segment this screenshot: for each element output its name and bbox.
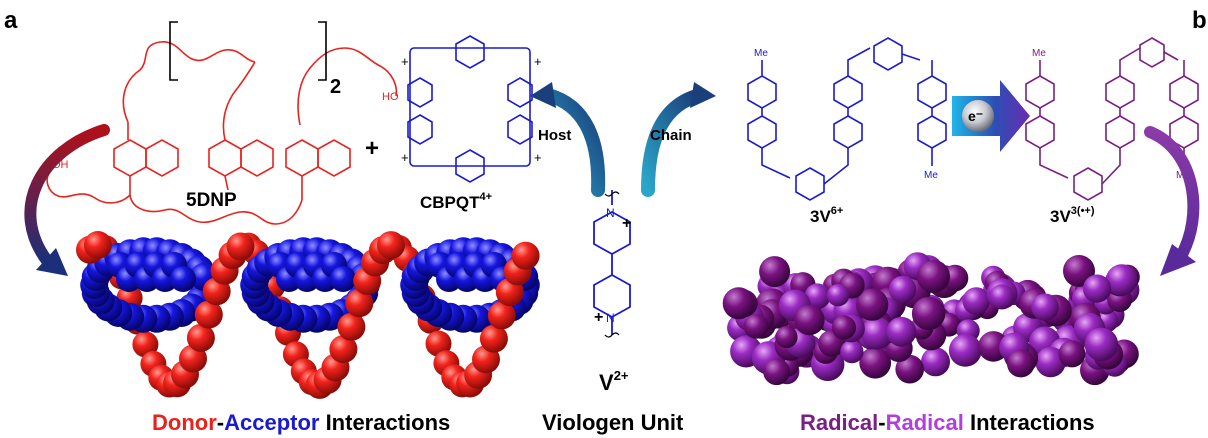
purple-atom [1035, 346, 1066, 378]
purple-atom [886, 316, 917, 347]
molecule-5dnp-structure [46, 41, 398, 225]
radical-radical-caption: Radical-Radical Interactions [800, 410, 1095, 435]
chain-3v-radical-methyl-top: Me [1032, 48, 1046, 59]
purple-atom [759, 256, 791, 288]
red-atom [425, 330, 452, 357]
purple-atom [948, 334, 982, 367]
purple-atom [989, 284, 1015, 310]
red-atom [329, 335, 358, 364]
viologen-plus-bottom: + [594, 309, 603, 326]
chain-3v6-label: 3V6+ [810, 205, 843, 226]
electron-label: e⁻ [968, 108, 983, 124]
viologen-n-bottom: N [606, 311, 615, 325]
red-atom [83, 231, 112, 259]
purple-atom [826, 284, 850, 307]
purple-atom [1031, 293, 1059, 322]
viologen-symbol: V2+ [599, 368, 629, 395]
caption-interactions-left: Interactions [319, 410, 450, 435]
panel-label-a: a [4, 7, 18, 34]
purple-atom [722, 287, 755, 320]
cbpqt-n-plus-4: + [534, 150, 542, 165]
host-arrow-label: Host [538, 127, 571, 144]
blue-atom [330, 266, 356, 292]
right-curved-arrow [1144, 126, 1200, 264]
chain-3v-radical-label: 3V3(•+) [1050, 205, 1095, 226]
blue-atom [170, 266, 196, 292]
red-atom [194, 300, 223, 329]
purple-atom [840, 340, 864, 364]
chain-3v6-structure [747, 37, 947, 201]
caption-interactions-right: Interactions [964, 410, 1095, 435]
caption-sep-right: - [878, 410, 885, 435]
chain-arrow-head [690, 82, 716, 108]
host-arrow [541, 88, 606, 197]
purple-atom [831, 315, 857, 340]
right-curved-arrow-head [1160, 244, 1196, 276]
red-atom [377, 231, 405, 260]
purple-atom [763, 358, 790, 386]
hydroxyl-right: HO [382, 91, 399, 103]
left-curved-arrow [24, 124, 110, 268]
caption-radical-2: Radical [886, 410, 964, 435]
red-atom [479, 324, 508, 353]
cbpqt-n-plus-1: + [401, 54, 409, 69]
purple-atom [856, 288, 889, 321]
repeat-bracket-right [318, 21, 327, 81]
purple-atom [794, 304, 825, 336]
caption-acceptor: Acceptor [224, 410, 320, 435]
red-atom [226, 232, 255, 261]
red-atom [132, 331, 159, 358]
viologen-unit-structure [593, 190, 631, 338]
chain-3v6-methyl-bottom: Me [924, 170, 938, 181]
purple-atom [1058, 340, 1086, 368]
purple-atom [743, 313, 769, 339]
caption-sep-left: - [217, 410, 224, 435]
purple-atom [775, 326, 798, 349]
electron-sphere [962, 100, 994, 132]
purple-atom [911, 296, 946, 331]
viologen-n-top: N [606, 206, 615, 220]
cbpqt-label: CBPQT4+ [420, 191, 492, 212]
red-atom [345, 289, 374, 318]
repeat-bracket-left [169, 21, 178, 81]
viologen-plus-top: + [622, 215, 631, 232]
caption-radical-1: Radical [800, 410, 878, 435]
host-arrow-head [530, 82, 556, 108]
purple-atom [888, 275, 917, 304]
cbpqt-n-plus-2: + [534, 54, 542, 69]
purple-atom [1084, 327, 1119, 362]
red-atom [511, 241, 540, 270]
purple-atom [860, 317, 894, 350]
molecule-5dnp-label: 5DNP [186, 190, 237, 211]
left-curved-arrow-head [36, 248, 68, 276]
radical-radical-space-filling-model [722, 252, 1140, 386]
purple-atom [962, 287, 991, 315]
chain-arrow [641, 88, 707, 197]
plus-sign: + [365, 135, 379, 162]
repeat-subscript: 2 [330, 76, 341, 98]
panel-label-b: b [1192, 7, 1207, 34]
purple-atom [859, 346, 892, 379]
red-atom [337, 312, 366, 341]
donor-acceptor-space-filling-model [76, 231, 540, 399]
chain-3v-radical-structure [1025, 37, 1199, 201]
purple-atom [895, 354, 924, 384]
chain-3v6-methyl-top: Me [754, 48, 768, 59]
purple-atom [921, 347, 950, 377]
purple-atom [1006, 349, 1035, 378]
purple-atom [804, 283, 831, 310]
purple-atom [1105, 264, 1138, 296]
red-atom [487, 301, 516, 330]
red-atom [186, 323, 215, 352]
chain-arrow-label: Chain [650, 127, 692, 144]
viologen-caption: Viologen Unit [542, 410, 684, 435]
purple-atom [917, 260, 950, 293]
caption-donor: Donor [152, 410, 217, 435]
donor-acceptor-caption: Donor-Acceptor Interactions [152, 410, 450, 435]
cbpqt-macrocycle-structure [407, 35, 533, 183]
cbpqt-n-plus-3: + [401, 150, 409, 165]
purple-atom [1083, 274, 1112, 303]
